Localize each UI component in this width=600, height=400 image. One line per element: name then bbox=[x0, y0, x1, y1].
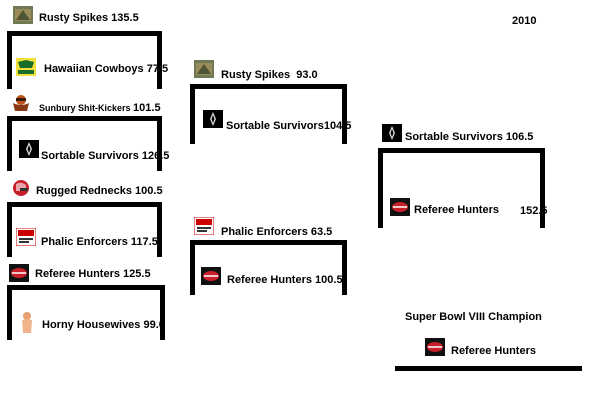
bracket-line bbox=[190, 240, 347, 245]
bracket-line bbox=[160, 285, 165, 340]
team-name-score: Sunbury Shit-Kickers 101.5 bbox=[39, 102, 161, 114]
bracket-line bbox=[190, 84, 195, 144]
champion-team: Referee Hunters bbox=[451, 345, 536, 357]
champion-title: Super Bowl VIII Champion bbox=[405, 311, 542, 323]
team-name-score: Referee Hunters 100.5 bbox=[227, 274, 343, 286]
team-name-score: Referee Hunters 125.5 bbox=[35, 268, 151, 280]
bracket-line bbox=[378, 148, 383, 228]
phalic-enforcers-logo-icon bbox=[194, 217, 214, 235]
phalic-enforcers-logo-icon bbox=[16, 228, 36, 246]
bracket-line bbox=[7, 31, 12, 89]
team-name-score: Rugged Rednecks 100.5 bbox=[36, 185, 163, 197]
rusty-spikes-logo-icon bbox=[194, 60, 214, 78]
season-year: 2010 bbox=[512, 15, 537, 27]
bracket-line bbox=[7, 31, 162, 36]
team-name-score: Horny Housewives 99.0 bbox=[42, 319, 165, 331]
bracket-line bbox=[157, 116, 162, 171]
hawaiian-cowboys-logo-icon bbox=[16, 58, 36, 76]
bracket-line bbox=[540, 148, 545, 228]
team-name-score: Sortable Survivors 126.5 bbox=[41, 150, 170, 162]
bracket-line bbox=[7, 116, 162, 121]
bracket-line bbox=[7, 202, 12, 257]
team-name: Referee Hunters bbox=[414, 204, 499, 216]
team-name-score: Phalic Enforcers 63.5 bbox=[221, 226, 333, 238]
bracket-line bbox=[7, 116, 12, 171]
referee-hunters-logo-icon bbox=[201, 267, 221, 285]
team-name-score: Sortable Survivors104.5 bbox=[226, 120, 352, 132]
bracket-line bbox=[342, 240, 347, 295]
sortable-survivors-logo-icon bbox=[19, 140, 39, 158]
bracket-line bbox=[157, 31, 162, 89]
sortable-survivors-logo-icon bbox=[382, 124, 402, 142]
bracket-line bbox=[157, 202, 162, 257]
sunbury-logo-icon bbox=[11, 94, 31, 112]
bracket-line bbox=[7, 285, 162, 290]
bracket-line bbox=[342, 84, 347, 144]
team-name-score: Rusty Spikes 93.0 bbox=[221, 69, 318, 81]
team-name-score: Rusty Spikes 135.5 bbox=[39, 12, 139, 24]
horny-housewives-logo-icon bbox=[17, 310, 37, 334]
rusty-spikes-logo-icon bbox=[13, 6, 33, 24]
sortable-survivors-logo-icon bbox=[203, 110, 223, 128]
bracket-line bbox=[7, 285, 12, 340]
bracket-line bbox=[190, 84, 347, 89]
team-score: 152.5 bbox=[520, 205, 548, 217]
bracket-line bbox=[378, 148, 545, 153]
team-name-score: Sortable Survivors 106.5 bbox=[405, 131, 534, 143]
team-name-score: Hawaiian Cowboys 77.5 bbox=[44, 63, 169, 75]
referee-hunters-logo-icon bbox=[9, 264, 29, 282]
rugged-rednecks-logo-icon bbox=[11, 179, 31, 197]
bracket-line bbox=[190, 240, 195, 295]
team-name-score: Phalic Enforcers 117.5 bbox=[41, 236, 158, 248]
bracket-line bbox=[7, 202, 162, 207]
referee-hunters-logo-icon bbox=[390, 198, 410, 216]
champion-underline bbox=[395, 366, 582, 371]
referee-hunters-logo-icon bbox=[425, 338, 445, 356]
